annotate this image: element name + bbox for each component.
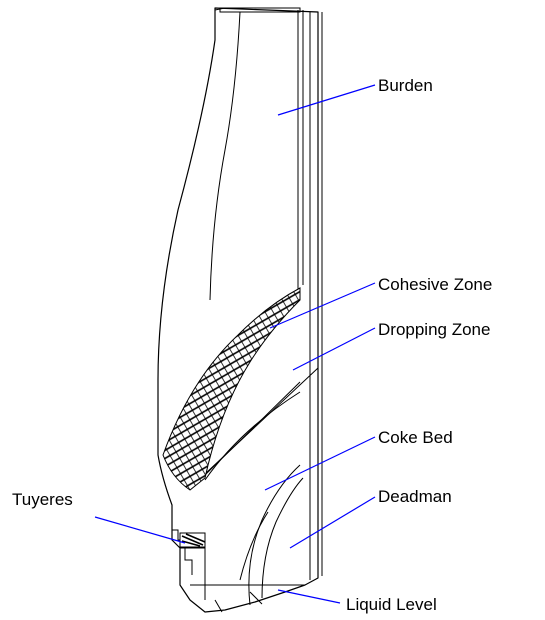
label-burden: Burden	[378, 76, 433, 95]
leader-liquid-level	[278, 590, 340, 603]
label-tuyeres: Tuyeres	[12, 490, 73, 509]
leader-deadman	[290, 497, 375, 548]
label-dropping-zone: Dropping Zone	[378, 320, 490, 339]
leader-burden	[278, 85, 375, 115]
label-liquid-level: Liquid Level	[346, 595, 437, 614]
label-cohesive-zone: Cohesive Zone	[378, 275, 492, 294]
label-coke-bed: Coke Bed	[378, 428, 453, 447]
leader-coke-bed	[265, 437, 375, 490]
label-deadman: Deadman	[378, 487, 452, 506]
cohesive-zone-region	[163, 288, 300, 490]
leader-dropping-zone	[293, 328, 375, 370]
furnace-outline	[158, 8, 322, 612]
